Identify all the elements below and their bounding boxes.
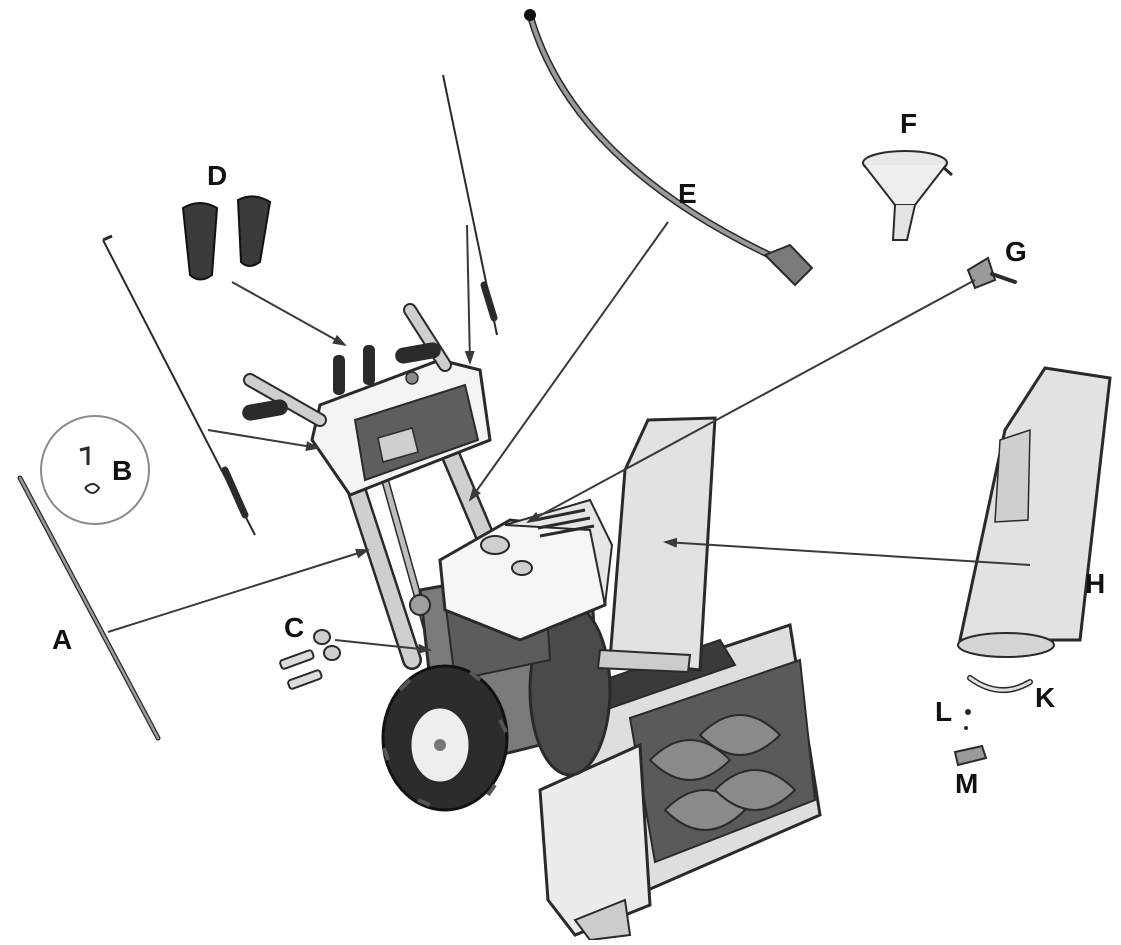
leader-g [526,279,976,523]
leader-d [231,281,347,346]
label-c: C [284,612,305,643]
label-b: B [112,455,133,486]
leader-h [663,537,1031,566]
part-k-chute-ring [967,675,1033,694]
part-a-control-rod [17,475,161,741]
label-k: K [1035,682,1056,713]
installed-chute [596,416,717,674]
leader-cable-left [207,429,320,451]
leader-lines [107,221,1031,654]
auger-blades [648,714,797,831]
part-m-bracket [953,744,988,767]
part-e-chute-crank [524,9,814,287]
engine-cooling-fins [534,508,595,538]
label-e: E [678,178,697,209]
part-l-fastener [964,709,971,730]
control-panel [242,303,492,497]
label-m: M [955,768,979,799]
label-g: G [1005,236,1027,267]
part-d-lever-knobs [181,195,272,281]
label-l: L [935,696,953,727]
auger-housing [538,623,822,942]
part-h-discharge-chute [957,366,1112,658]
label-h: H [1085,568,1106,599]
label-f: F [900,108,918,139]
leader-e [468,221,669,502]
leader-c [334,639,432,654]
part-b-hardware-pack [40,415,150,525]
part-f-funnel [862,150,953,241]
label-a: A [52,624,73,655]
leader-a [107,548,370,633]
wheel [381,664,509,812]
leader-cable-right [464,224,475,365]
part-c-bolts-nuts [279,629,341,690]
label-d: D [207,160,228,191]
control-cables [102,74,498,536]
engine [409,498,614,642]
